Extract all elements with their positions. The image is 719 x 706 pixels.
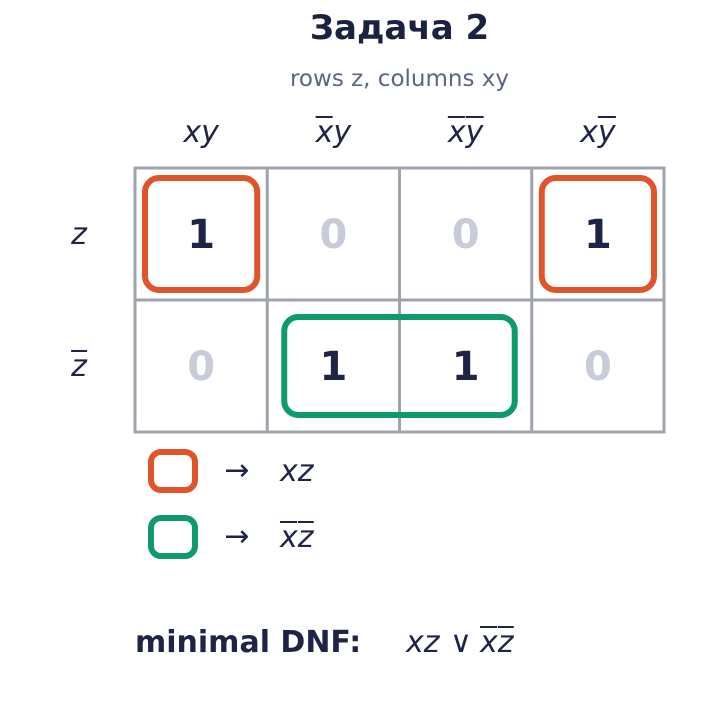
legend-swatch <box>148 515 198 559</box>
cell-value: 1 <box>187 212 215 258</box>
svg-text:xy: xy <box>182 115 220 150</box>
page-subtitle: rows z, columns xy <box>289 66 509 92</box>
column-header-3: xy <box>579 115 617 150</box>
cell-value: 1 <box>584 212 612 258</box>
legend-item: → xz <box>148 515 315 559</box>
svg-text:xy: xy <box>447 115 485 150</box>
cell-value: 0 <box>584 344 612 390</box>
page-title: Задача 2 <box>309 8 490 48</box>
row-header-0: z <box>70 217 88 252</box>
cell-value: 0 <box>452 212 480 258</box>
group-loop <box>142 175 261 293</box>
cell-value: 0 <box>319 212 347 258</box>
row-header-1: z <box>70 349 88 384</box>
legend-arrow: → <box>224 453 249 488</box>
legend-swatch <box>148 449 198 493</box>
cell-value: 0 <box>187 344 215 390</box>
minimal-dnf-term: xz <box>405 625 441 660</box>
svg-text:xz: xz <box>279 520 315 555</box>
cell-value: 1 <box>319 344 347 390</box>
minimal-dnf-or: ∨ <box>450 625 472 660</box>
svg-text:z: z <box>70 217 88 252</box>
svg-text:xy: xy <box>315 115 353 150</box>
svg-text:xz: xz <box>479 625 515 660</box>
svg-text:z: z <box>70 349 88 384</box>
svg-text:xz: xz <box>279 454 315 489</box>
svg-text:xy: xy <box>579 115 617 150</box>
column-header-2: xy <box>447 115 485 150</box>
minimal-dnf-label: minimal DNF: <box>135 625 361 660</box>
minimal-dnf-term: xz <box>479 625 515 660</box>
legend-arrow: → <box>224 519 249 554</box>
column-header-1: xy <box>315 115 353 150</box>
group-loop <box>538 175 657 293</box>
group-loop <box>281 314 518 418</box>
legend-term: xz <box>279 520 315 555</box>
legend-item: → xz <box>148 449 315 493</box>
cell-value: 1 <box>452 344 480 390</box>
kmap-grid <box>133 166 666 434</box>
minimal-dnf: minimal DNF:xz∨xz <box>135 625 515 660</box>
legend-term: xz <box>279 454 315 489</box>
column-header-0: xy <box>182 115 220 150</box>
svg-text:xz: xz <box>405 625 441 660</box>
